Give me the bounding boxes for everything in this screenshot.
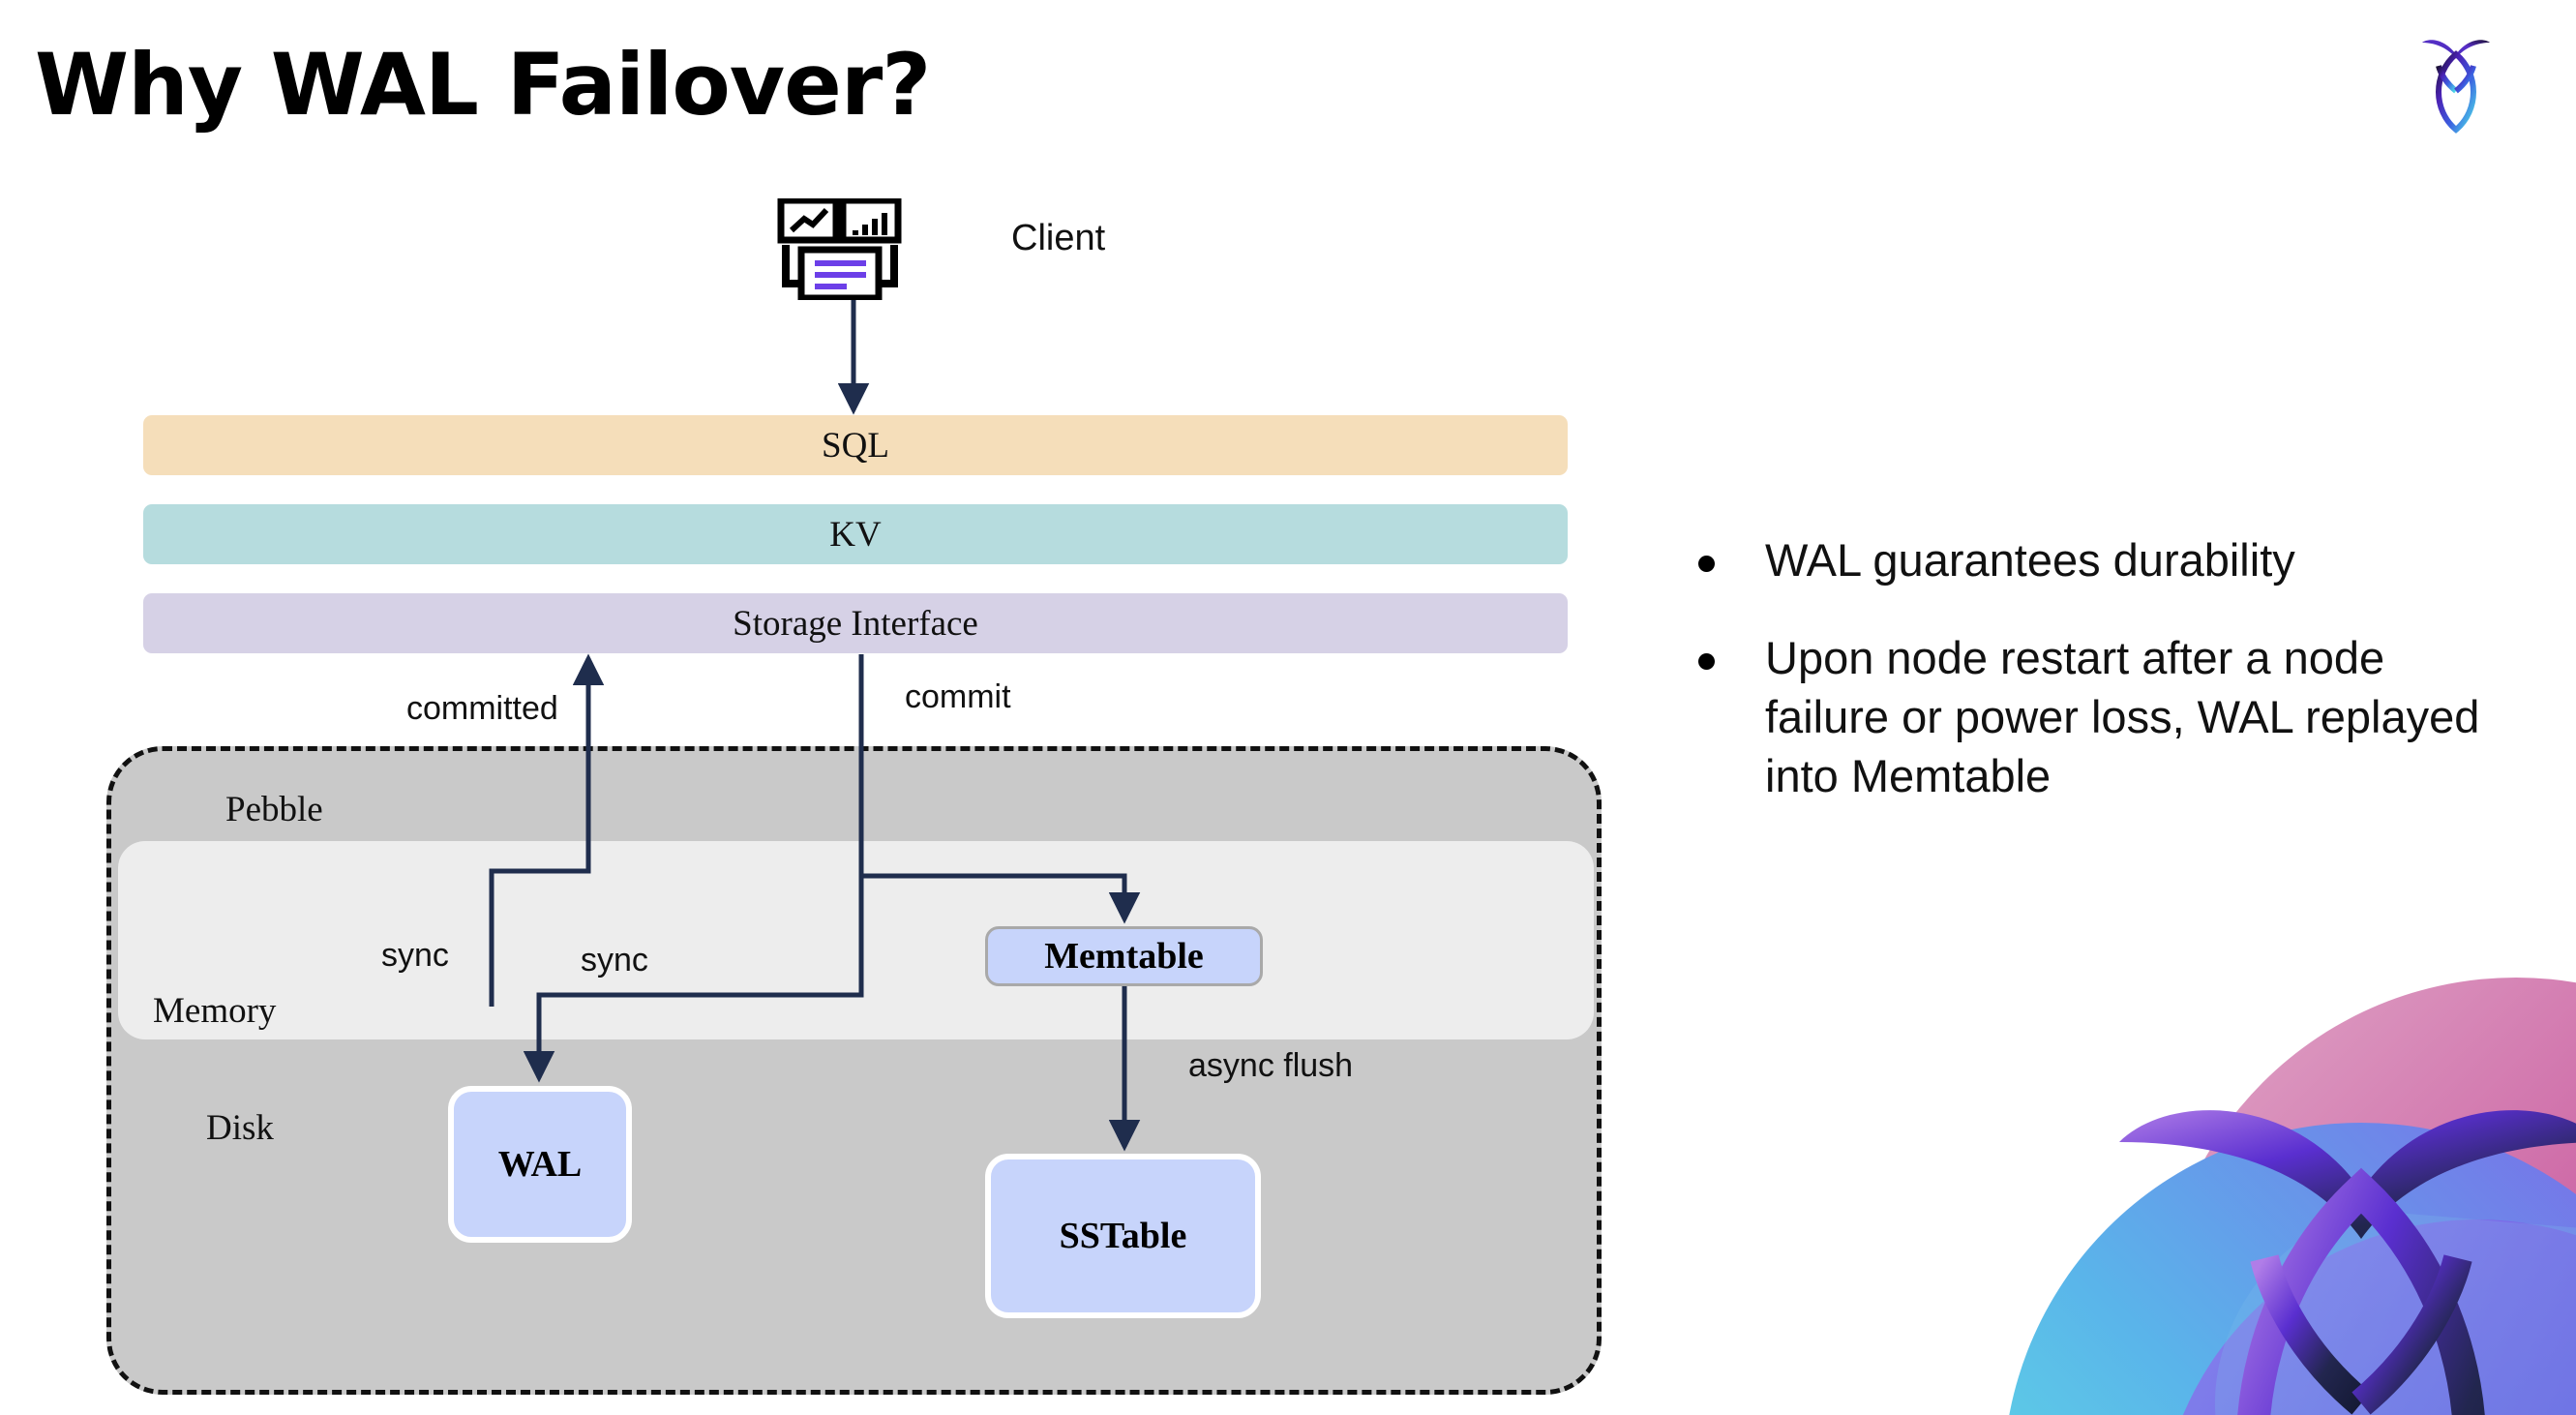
decorative-leaf-graphic <box>1974 919 2576 1415</box>
layer-label-sql: SQL <box>822 425 889 466</box>
edge-label-committed: committed <box>406 690 558 727</box>
layer-label-storage: Storage Interface <box>733 603 978 644</box>
node-label-wal: WAL <box>497 1144 583 1185</box>
bullet-text: Upon node restart after a node failure o… <box>1765 632 2480 802</box>
layer-bar-kv: KV <box>143 504 1568 564</box>
edge-label-commit: commit <box>905 678 1011 715</box>
memory-label: Memory <box>153 991 277 1031</box>
bullet-list: WAL guarantees durability Upon node rest… <box>1698 530 2501 844</box>
node-label-sstable: SSTable <box>1059 1216 1187 1256</box>
page-title: Why WAL Failover? <box>35 35 931 135</box>
list-item: WAL guarantees durability <box>1698 530 2501 589</box>
bullet-text: WAL guarantees durability <box>1765 534 2295 586</box>
node-sstable: SSTable <box>985 1154 1261 1318</box>
layer-label-kv: KV <box>829 514 882 555</box>
bullet-dot-icon <box>1698 653 1715 671</box>
cockroachdb-logo-icon <box>2417 27 2495 143</box>
edge-label-sync-right: sync <box>581 942 648 978</box>
disk-label: Disk <box>206 1108 274 1148</box>
node-wal: WAL <box>448 1086 632 1243</box>
pebble-label: Pebble <box>225 790 323 829</box>
list-item: Upon node restart after a node failure o… <box>1698 628 2501 805</box>
bullet-dot-icon <box>1698 556 1715 572</box>
client-label: Client <box>1011 218 1106 258</box>
client-dashboard-icon <box>776 196 931 302</box>
layer-bar-storage: Storage Interface <box>143 593 1568 653</box>
node-label-memtable: Memtable <box>1044 936 1204 977</box>
layer-bar-sql: SQL <box>143 415 1568 475</box>
edge-label-sync-left: sync <box>381 937 449 974</box>
memory-region <box>118 841 1594 1039</box>
edge-label-async-flush: async flush <box>1188 1047 1354 1084</box>
node-memtable: Memtable <box>985 926 1263 986</box>
